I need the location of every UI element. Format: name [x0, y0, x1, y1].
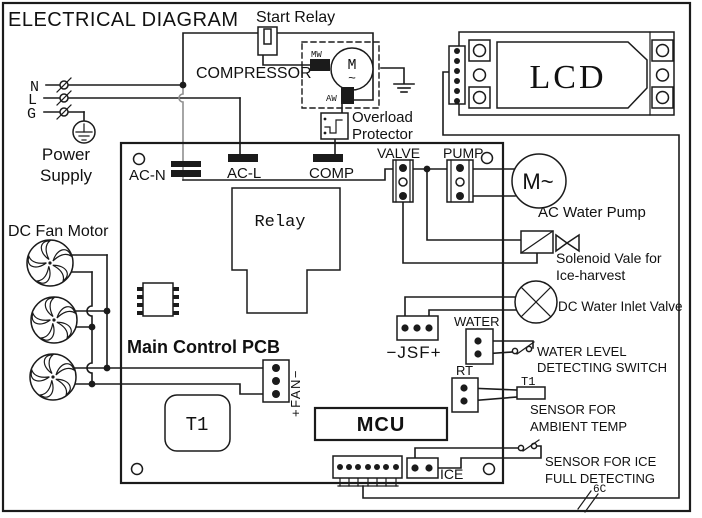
power-supply-label2: Supply — [40, 166, 92, 185]
l-label: L — [28, 92, 37, 109]
ac-n-label: AC-N — [129, 167, 166, 184]
line-terminal-icon — [56, 77, 72, 120]
t1-sensor-label: T1 — [521, 375, 535, 389]
ambient-label1: SENSOR FOR — [530, 402, 616, 417]
power-supply-section: N L G Power Supply — [27, 77, 96, 185]
motor-wave-label: ~ — [348, 71, 356, 86]
motor-m-label: M — [347, 57, 356, 74]
water-label: WATER — [454, 314, 500, 329]
lcd-connector-pins — [454, 48, 460, 104]
comp-pad — [313, 154, 343, 162]
pump-label: PUMP — [443, 145, 483, 161]
mount-hole-icon — [480, 151, 494, 165]
ic-chip-icon — [137, 282, 179, 317]
lcd-screen — [496, 41, 648, 109]
earth-ground-icon — [72, 111, 96, 144]
dc-fan-motor-label: DC Fan Motor — [8, 223, 109, 240]
ice-full-switch-icon — [517, 439, 540, 452]
lcd-connector — [448, 45, 466, 105]
dc-inlet-valve-icon — [514, 280, 558, 324]
overload-protector-symbol — [320, 112, 349, 140]
mcu-box — [313, 406, 449, 442]
main-winding-symbol — [310, 59, 330, 71]
mount-hole-icon — [482, 462, 496, 476]
peripherals: M~ AC Water Pump Solenoid Vale for Ice-h… — [511, 153, 683, 496]
ice-sensor-label2: FULL DETECTING — [545, 471, 655, 486]
pump-motor-label: M~ — [522, 169, 553, 194]
pcb-outline — [119, 141, 505, 485]
fan-icon — [27, 352, 77, 401]
dc-fan-motors: DC Fan Motor — [8, 223, 109, 401]
aux-winding-label: AW — [326, 94, 337, 104]
pcb-title: Main Control PCB — [127, 337, 280, 357]
jsf-label: −JSF+ — [386, 343, 441, 362]
main-winding-label: MW — [311, 50, 322, 60]
relay-outline — [231, 187, 341, 314]
water-level-switch-icon — [511, 341, 535, 355]
water-switch-label1: WATER LEVEL — [537, 344, 627, 359]
ice-connector — [406, 457, 439, 479]
start-relay-label: Start Relay — [256, 9, 335, 26]
ac-n-pad — [171, 170, 201, 177]
compressor-label: COMPRESSOR — [196, 65, 312, 82]
dc-valve-label: DC Water Inlet Valve — [558, 299, 683, 314]
solenoid-valve-icon — [520, 230, 580, 254]
fan-label: +FAN− — [288, 369, 303, 417]
ac-water-pump-label: AC Water Pump — [538, 204, 646, 221]
jsf-connector — [396, 315, 439, 341]
ac-l-pad — [228, 154, 258, 162]
overload-label2: Protector — [352, 126, 413, 143]
cable-label: 6C — [593, 484, 607, 496]
t1-label: T1 — [186, 414, 209, 436]
compressor-section: Start Relay COMPRESSOR MW M ~ AW Overloa… — [196, 9, 413, 143]
junction-dots — [88, 81, 431, 388]
compressor-boundary — [301, 41, 380, 109]
rt-connector — [451, 377, 479, 413]
fan-connector — [262, 359, 290, 403]
cable-break-icon — [584, 493, 599, 513]
water-pump-motor-icon — [511, 153, 567, 209]
solenoid-label1: Solenoid Vale for — [556, 250, 662, 266]
ac-n-pad — [171, 161, 201, 167]
ice-label: ICE — [440, 466, 463, 482]
rt-label: RT — [456, 363, 473, 378]
mcu-label: MCU — [357, 414, 406, 436]
page-title: ELECTRICAL DIAGRAM — [8, 9, 239, 31]
cable-break-icon — [577, 490, 592, 510]
fan-icon — [24, 238, 74, 287]
main-control-pcb: AC-N AC-L COMP Relay Main Control PCB VA… — [119, 141, 505, 485]
water-switch-label2: DETECTING SWITCH — [537, 360, 667, 375]
water-connector — [465, 328, 494, 365]
pump-connector — [446, 159, 474, 203]
valve-connector — [392, 159, 414, 203]
lcd-module: LCD — [448, 31, 675, 116]
mount-hole-icon — [132, 152, 146, 166]
ice-sensor-label1: SENSOR FOR ICE — [545, 454, 657, 469]
relay-label: Relay — [254, 213, 305, 232]
ac-l-label: AC-L — [227, 165, 261, 182]
comp-label: COMP — [309, 165, 354, 182]
diagram-border — [1, 1, 692, 513]
start-relay-contact — [263, 28, 272, 45]
ambient-label2: AMBIENT TEMP — [530, 419, 627, 434]
display-header-connector — [332, 455, 403, 479]
valve-label: VALVE — [377, 145, 420, 161]
power-supply-label: Power — [42, 145, 91, 164]
t1-transformer — [164, 394, 231, 452]
aux-winding-symbol — [341, 87, 354, 104]
fan-icon — [28, 295, 78, 344]
g-label: G — [27, 106, 36, 123]
t1-sensor-icon — [516, 386, 546, 400]
solenoid-label2: Ice-harvest — [556, 267, 625, 283]
lcd-label: LCD — [530, 59, 607, 96]
mount-hole-icon — [130, 462, 144, 476]
n-label: N — [30, 79, 39, 96]
overload-label1: Overload — [352, 109, 413, 126]
